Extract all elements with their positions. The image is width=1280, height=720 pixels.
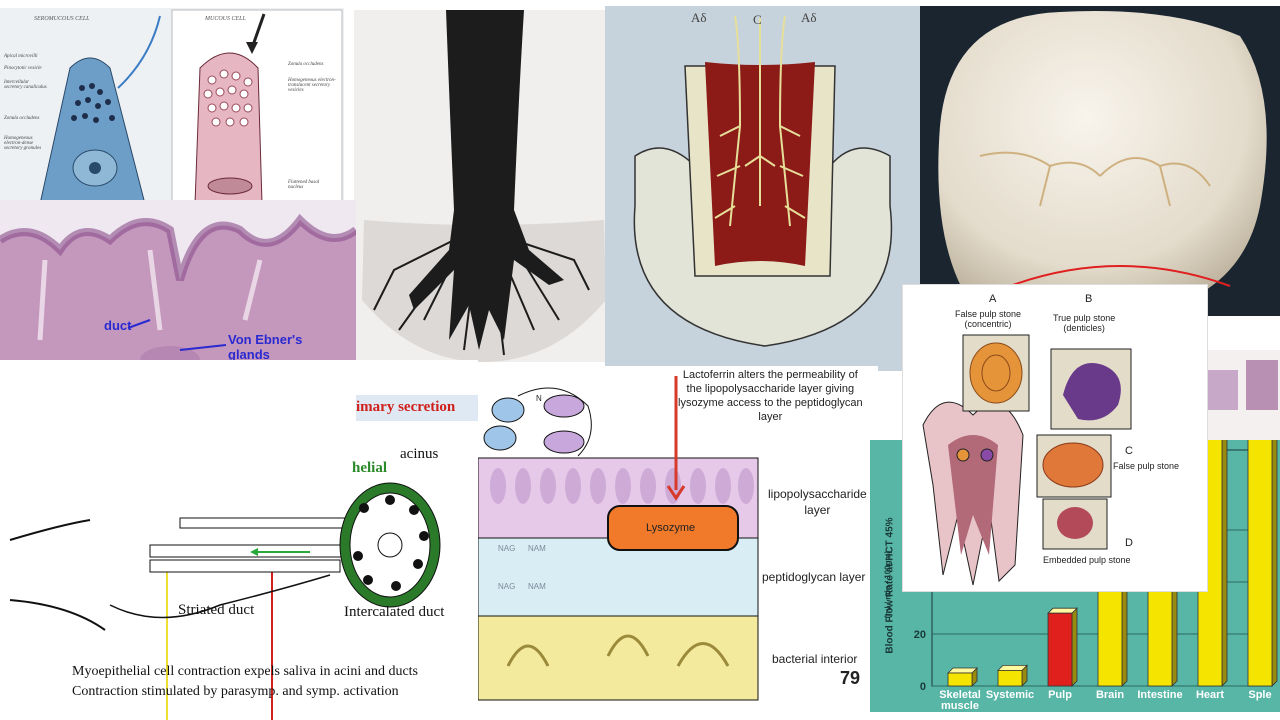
x-tick-label: Brain (1096, 689, 1124, 701)
bar-side (1121, 581, 1128, 687)
pulpstone-illustration (903, 285, 1207, 591)
bacteria-panel: Lactoferrin alters the permeability of t… (478, 366, 878, 704)
bar-top (997, 664, 1028, 671)
page-number: 79 (840, 668, 861, 688)
nerve-label-a-delta-right: Aδ (801, 10, 817, 25)
bar (947, 672, 973, 687)
lps-layer-line: layer (804, 503, 831, 517)
nam-label: NAM (528, 544, 546, 553)
secretion-illustration (9, 482, 441, 720)
x-tick-label: Intestine (1137, 689, 1182, 701)
nag-label: NAG (498, 544, 516, 553)
tooth-photo-panel (920, 6, 1280, 316)
pulp-label-line: (denticles) (1063, 323, 1105, 333)
acinus-label: acinus (400, 446, 439, 462)
cell-label: Zonula occludens (4, 116, 40, 121)
secretion-title: imary secretion (356, 399, 456, 415)
y-tick-label: 0 (920, 681, 926, 693)
cell-label: Intercellular secretory canaliculus (4, 80, 47, 90)
cell-label: Zonula occludens (288, 62, 324, 67)
bar (1047, 612, 1073, 687)
pulp-true-denticles: True pulp stone (denticles) (1053, 313, 1115, 333)
von-ebner-label: Von Ebner's glands (228, 332, 303, 362)
x-tick-label: muscle (941, 700, 979, 712)
pulp-false-concentric: False pulp stone (concentric) (955, 309, 1021, 329)
x-tick-label: Skeletal (939, 689, 981, 701)
bar (997, 669, 1023, 687)
bacteria-text-line: layer (758, 411, 783, 423)
secretion-caption-2: Contraction stimulated by parasymp. and … (72, 684, 399, 699)
bar (1247, 440, 1273, 687)
secretion-caption-1: Myoepithelial cell contraction expels sa… (72, 664, 419, 679)
cell-label: Homogeneous electron-translucent secreto… (288, 78, 336, 93)
pulp-label-line: True pulp stone (1053, 313, 1116, 323)
nerve-label-c: C (753, 12, 762, 27)
nag-label: NAG (498, 582, 516, 591)
bacteria-text-line: Lactoferrin alters the permeability of (682, 369, 858, 381)
lysozyme-label: Lysozyme (646, 522, 696, 534)
mucous-title: MUCOUS CELL (205, 16, 246, 22)
cell-label: Homogeneous electron-dense secretory gra… (4, 136, 42, 151)
bar-side (1271, 440, 1278, 687)
cell-label: Pinocytotic vesicle (4, 66, 42, 71)
pulp-b: B (1085, 293, 1093, 305)
y-tick-label: 20 (914, 629, 926, 641)
nerve-label-a-delta-left: Aδ (691, 10, 707, 25)
bar (1097, 586, 1123, 687)
seromucous-title: SEROMUCOUS CELL (34, 16, 90, 22)
secretion-panel: imary secretion acinus helial Striated d… (0, 360, 478, 720)
pulp-label-line: (concentric) (964, 319, 1012, 329)
pulp-label-line: False pulp stone (955, 309, 1022, 319)
x-tick-label: Systemic (986, 689, 1034, 701)
cell-label: Flattened basal nucleus (288, 180, 320, 190)
x-tick-label: Sple (1248, 689, 1271, 701)
secretion-header (356, 395, 478, 421)
bar-side (1221, 440, 1228, 687)
pulp-d: D (1125, 537, 1133, 549)
thumb-image (1206, 350, 1280, 440)
nam-label: NAM (528, 582, 546, 591)
bacteria-text-line: lysozyme access to the peptidoglycan (678, 397, 863, 409)
bar-side (1071, 607, 1078, 687)
x-tick-label: Heart (1196, 689, 1224, 701)
bacteria-text-line: the lipopolysaccharide layer giving (686, 383, 855, 395)
cells-panel: SEROMUCOUS CELL MUCOUS CELL Apical micro… (0, 8, 344, 204)
bacteria-illustration (478, 376, 759, 701)
pulp-false-stone: False pulp stone (1113, 461, 1180, 471)
duct-label: duct (104, 318, 132, 333)
pulpstone-panel: A B C D False pulp stone (concentric) Tr… (902, 284, 1208, 592)
striated-duct-label: Striated duct (178, 602, 255, 618)
tooth-photo (920, 6, 1280, 316)
lps-layer-line: lipopolysaccharide (768, 487, 867, 501)
peptidoglycan-label: peptidoglycan layer (762, 570, 866, 584)
nerve-panel: Aδ C Aδ (605, 6, 920, 371)
bar-top (947, 667, 978, 674)
lps-layer-label: lipopolysaccharide layer (768, 486, 867, 518)
bar-top (1047, 607, 1078, 614)
root-panel (354, 10, 612, 362)
root-illustration (354, 10, 612, 362)
pulp-embedded: Embedded pulp stone (1043, 555, 1131, 565)
thumb-panel (1206, 350, 1280, 440)
n-label: N (536, 394, 542, 403)
bacteria-text: Lactoferrin alters the permeability of t… (678, 368, 863, 424)
pulp-c: C (1125, 445, 1133, 457)
epithelial-label: helial (352, 460, 388, 476)
intercalated-duct-label: Intercalated duct (344, 604, 445, 620)
pulp-a: A (989, 293, 997, 305)
cells-illustration (0, 8, 344, 204)
x-tick-label: Pulp (1048, 689, 1072, 701)
cell-label: Apical microvilli (4, 54, 38, 59)
nerve-illustration (605, 6, 920, 371)
interior-label: bacterial interior (772, 652, 858, 666)
